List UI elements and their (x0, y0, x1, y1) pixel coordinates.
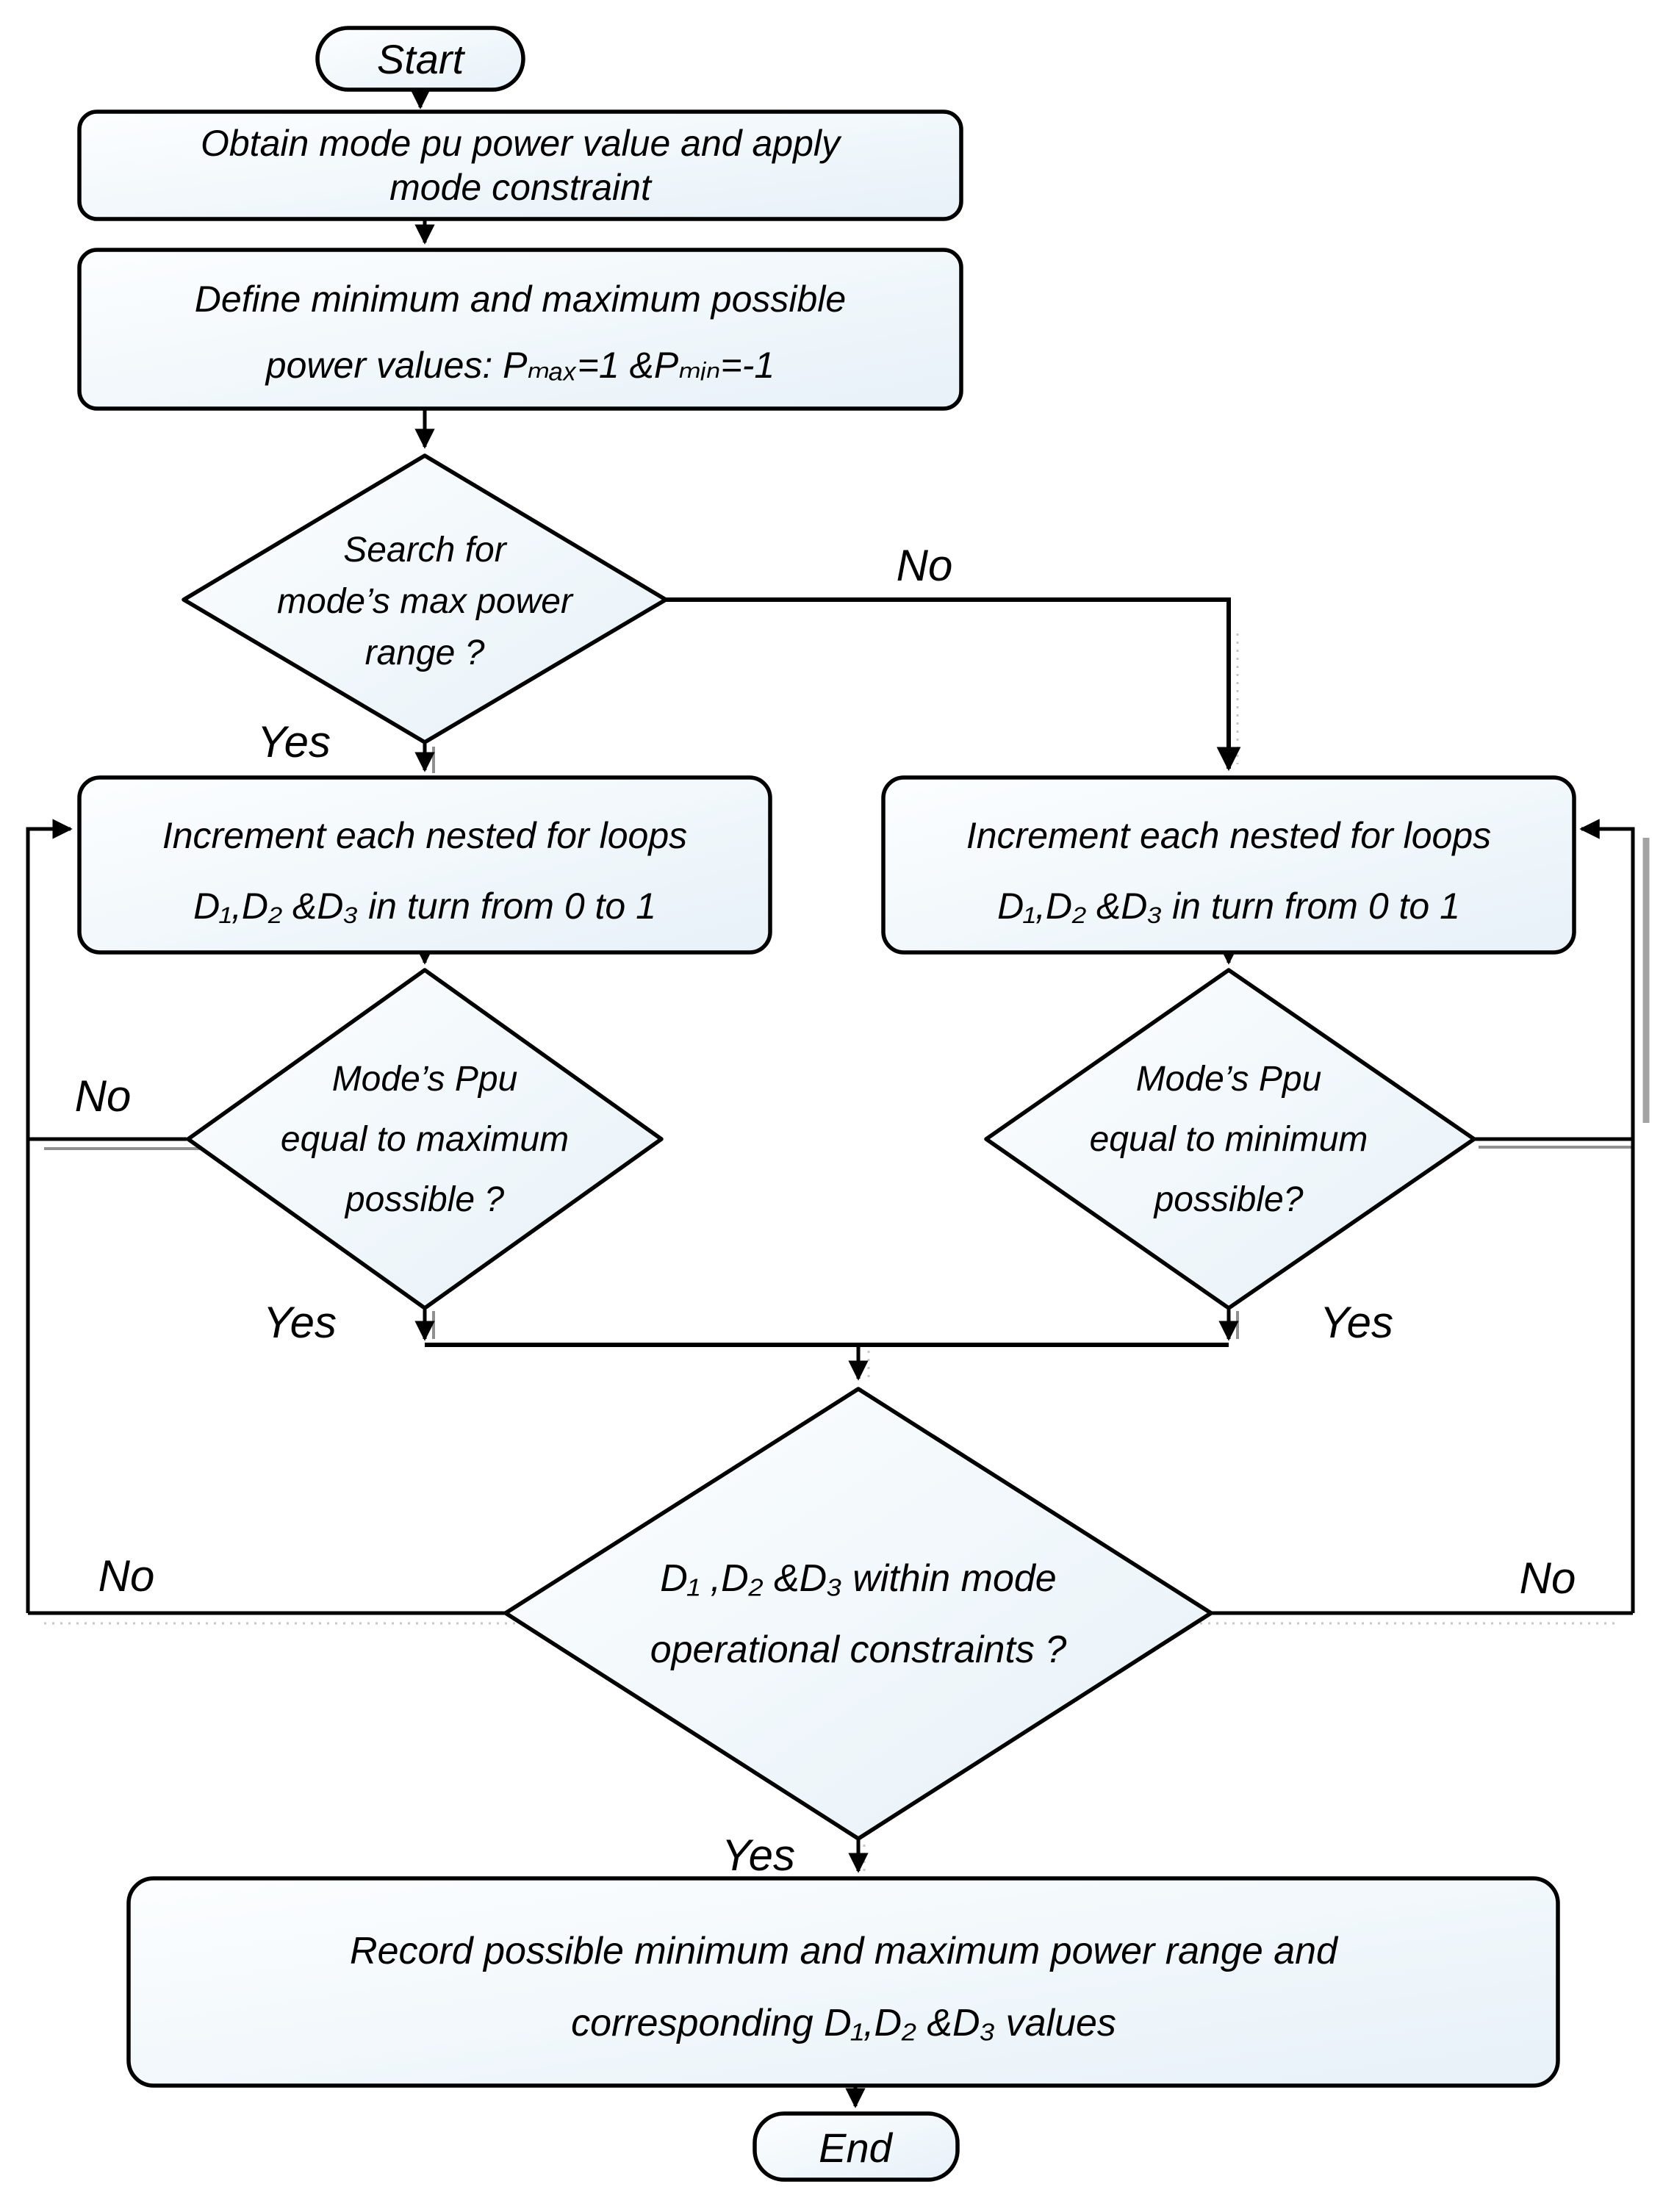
node-constraints-decision: D₁ ,D₂ &D₃ within mode operational const… (503, 1387, 1213, 1841)
end-terminal-label: End (819, 2125, 893, 2171)
branch-labels: Yes No No Yes Yes No No Yes (75, 541, 1576, 1880)
search-no-label: No (897, 541, 953, 590)
min-yes-label: Yes (1320, 1298, 1393, 1347)
search-line-3: range ? (365, 633, 485, 672)
connectors (26, 89, 1635, 2108)
constraints-line-1: D₁ ,D₂ &D₃ within mode (660, 1557, 1056, 1600)
search-yes-label: Yes (257, 717, 331, 766)
max-diamond-shape (186, 968, 664, 1310)
connector-right-feedback (1579, 819, 1635, 1613)
search-line-1: Search for (343, 531, 507, 570)
define-process-shape (77, 248, 963, 411)
constraints-diamond-shape (503, 1387, 1213, 1841)
record-process-shape (126, 1876, 1560, 2088)
min-check-line-3: possible? (1153, 1180, 1304, 1219)
max-yes-label: Yes (263, 1298, 337, 1347)
node-record: Record possible minimum and maximum powe… (126, 1876, 1560, 2088)
min-check-line-1: Mode’s Ppu (1136, 1060, 1322, 1099)
obtain-line-1: Obtain mode pu power value and apply (201, 123, 842, 164)
increment-right-shape (881, 775, 1576, 955)
min-check-line-2: equal to minimum (1090, 1120, 1368, 1159)
max-check-line-1: Mode’s Ppu (332, 1060, 518, 1099)
max-check-line-3: possible ? (344, 1180, 504, 1219)
record-line-1: Record possible minimum and maximum powe… (350, 1930, 1339, 1972)
node-max-decision: Mode’s Ppu equal to maximum possible ? (186, 968, 664, 1310)
define-line-1: Define minimum and maximum possible (195, 279, 846, 320)
search-line-2: mode’s max power (277, 582, 574, 621)
define-line-2: power values: Pₘₐₓ=1 &Pₘᵢₙ=-1 (265, 345, 775, 386)
constraints-yes-label: Yes (722, 1831, 795, 1880)
increment-right-line-1: Increment each nested for loops (966, 815, 1491, 856)
search-diamond-shape (182, 453, 668, 744)
connector-search-no (666, 597, 1241, 772)
max-check-line-2: equal to maximum (281, 1120, 569, 1159)
record-line-2: corresponding D₁,D₂ &D₃ values (571, 2002, 1116, 2044)
node-increment-left: Increment each nested for loops D₁,D₂ &D… (77, 775, 772, 955)
max-no-label: No (75, 1071, 132, 1121)
start-terminal-shape (315, 26, 525, 92)
node-increment-right: Increment each nested for loops D₁,D₂ &D… (881, 775, 1576, 955)
node-search-decision: Search for mode’s max power range ? (182, 453, 668, 744)
increment-right-line-2: D₁,D₂ &D₃ in turn from 0 to 1 (997, 886, 1460, 927)
connector-left-feedback (26, 819, 73, 1613)
increment-left-shape (77, 775, 772, 955)
node-obtain: Obtain mode pu power value and apply mod… (77, 109, 963, 221)
constraints-line-2: operational constraints ? (650, 1629, 1067, 1671)
node-min-decision: Mode’s Ppu equal to minimum possible? (984, 968, 1476, 1310)
end-terminal-shape (753, 2111, 960, 2182)
node-define: Define minimum and maximum possible powe… (77, 248, 963, 411)
min-diamond-shape (984, 968, 1476, 1310)
constraints-no-left-label: No (98, 1551, 155, 1601)
start-terminal-label: Start (377, 36, 466, 82)
constraints-no-right-label: No (1520, 1554, 1576, 1603)
nodes: Start Obtain mode pu power value and app… (77, 26, 1576, 2182)
node-end: End (753, 2111, 960, 2182)
obtain-process-shape (77, 109, 963, 221)
increment-left-line-2: D₁,D₂ &D₃ in turn from 0 to 1 (193, 886, 656, 927)
node-start: Start (315, 26, 525, 92)
obtain-line-2: mode constraint (389, 167, 653, 208)
increment-left-line-1: Increment each nested for loops (162, 815, 687, 856)
